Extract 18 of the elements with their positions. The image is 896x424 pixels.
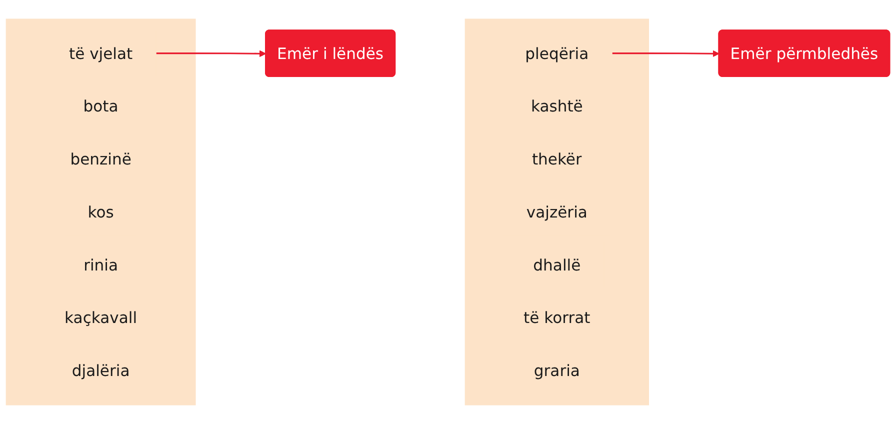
cluster (6, 18, 196, 406)
node-text: rinia (84, 256, 118, 274)
node-text: graria (534, 361, 580, 380)
arrow (156, 50, 266, 58)
node-text: thekër (532, 150, 582, 168)
arrow (612, 50, 720, 58)
node-text: të vjelat (68, 44, 133, 63)
cluster (464, 18, 650, 406)
node-text: kashtë (530, 96, 583, 116)
node-text: bota (83, 96, 118, 116)
node-text: dhallë (533, 256, 581, 274)
node-text: kaçkavall (64, 308, 138, 328)
node-text: kos (88, 202, 114, 222)
node-text: vajzëria (526, 202, 588, 222)
node-text: pleqëria (525, 44, 589, 63)
node-text: të korrat (524, 308, 590, 328)
node-text: benzinë (70, 150, 132, 168)
node-text: djalëria (72, 361, 130, 380)
